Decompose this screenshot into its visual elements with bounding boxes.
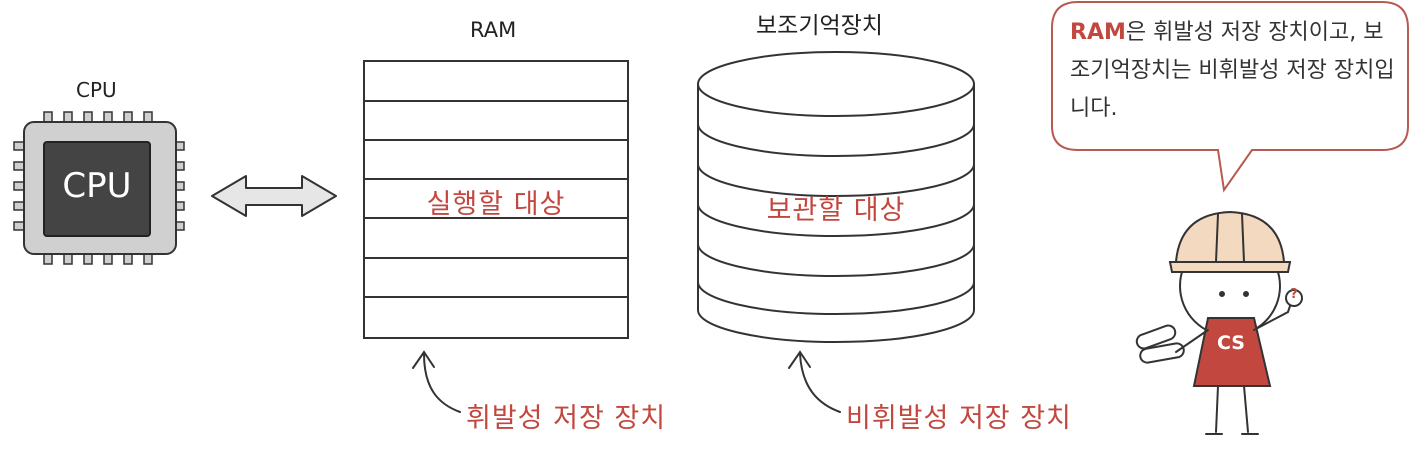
question-badge: ?	[1290, 287, 1298, 302]
hard-hat-icon	[1174, 210, 1286, 263]
storage-title: 보조기억장치	[756, 13, 883, 39]
ram-title: RAM	[470, 18, 517, 42]
storage-contents-label: 보관할 대상	[766, 195, 906, 226]
storage-pointer-arrow-icon	[788, 350, 841, 413]
speech-bubble	[1051, 1, 1409, 193]
speech-highlight: RAM	[1070, 20, 1126, 45]
ram-block	[363, 60, 629, 339]
bidirectional-arrow-icon	[211, 175, 337, 217]
shirt-label: CS	[1217, 332, 1245, 354]
speech-body: 은 휘발성 저장 장치이고, 보조기억장치는 비휘발성 저장 장치입니다.	[1070, 20, 1395, 121]
cpu-chip-label: CPU	[62, 166, 132, 206]
speech-bubble-text: RAM은 휘발성 저장 장치이고, 보조기억장치는 비휘발성 저장 장치입니다.	[1070, 14, 1400, 128]
rolled-paper-icon	[1135, 324, 1185, 364]
storage-volatility-note: 비휘발성 저장 장치	[846, 403, 1072, 434]
ram-volatility-note: 휘발성 저장 장치	[466, 403, 667, 434]
storage-cylinder	[697, 51, 975, 343]
engineer-character	[1135, 210, 1303, 435]
cpu-title: CPU	[76, 78, 117, 102]
cpu-chip-icon	[13, 111, 185, 265]
ram-pointer-arrow-icon	[412, 350, 461, 413]
ram-contents-label: 실행할 대상	[426, 189, 566, 220]
